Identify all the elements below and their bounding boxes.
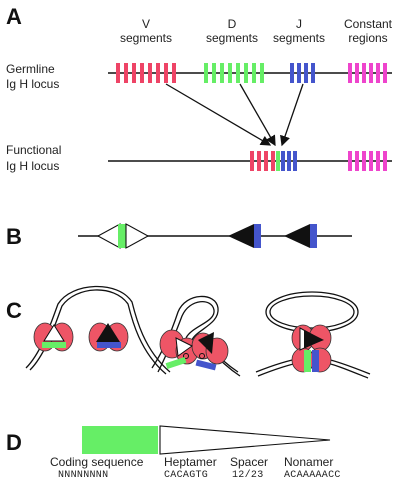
stage2-rss-right	[198, 332, 214, 354]
d-to-vdj-arrow	[239, 83, 276, 147]
constant-header-line-1: Constant	[343, 17, 393, 31]
germline-label-line-1: Germline	[6, 62, 55, 76]
functional-constant-regions	[348, 151, 387, 171]
v-to-vdj-arrow	[165, 83, 272, 146]
d-right-rss-triangle	[125, 223, 150, 249]
j-header-line-1: J	[296, 17, 302, 31]
rss-anatomy	[82, 425, 331, 455]
panel-b-label: B	[6, 224, 22, 249]
stage3-d-segment	[304, 350, 311, 372]
constant-header-line-2: regions	[348, 31, 388, 45]
coding-sequence-label: Coding sequence	[50, 455, 144, 469]
heptamer-label: Heptamer	[164, 455, 217, 469]
j-segment-b-1	[254, 224, 261, 248]
germline-label-line-2: Ig H locus	[6, 77, 60, 91]
spacer-label: Spacer	[230, 455, 269, 469]
stage2-d-segment	[165, 357, 187, 369]
stage2-rss-left	[175, 337, 193, 357]
nonamer-label: Nonamer	[284, 455, 334, 469]
j1-rss-triangle	[228, 224, 254, 248]
j-header-line-2: segments	[272, 31, 326, 45]
functional-locus	[108, 151, 392, 171]
nonamer-bases: ACAAAAACC	[284, 470, 341, 481]
panel-d-label: D	[6, 430, 22, 455]
rss-arrangement	[78, 223, 352, 249]
j-segment-b-2	[310, 224, 317, 248]
stage1-rss-left	[43, 324, 65, 342]
j2-rss-triangle	[284, 224, 310, 248]
d-left-rss-triangle	[96, 223, 121, 249]
panel-a-label: A	[6, 4, 22, 29]
synapsis-stage-1	[25, 285, 171, 375]
j-to-vdj-arrow	[280, 83, 304, 147]
stage3-dna-loop-outer	[265, 291, 359, 333]
stage2-j-segment	[195, 359, 217, 371]
stage2-nick-left	[183, 353, 189, 359]
v-header-line-2: segments	[119, 31, 173, 45]
stage1-j-segment	[97, 342, 121, 348]
d-header-line-1: D	[227, 17, 237, 31]
stage1-rss-right	[96, 323, 120, 342]
coding-sequence-box	[82, 426, 158, 454]
synapsis-stage-3	[255, 291, 371, 379]
spacer-value: 12/23	[232, 470, 264, 481]
functional-label-line-2: Ig H locus	[6, 159, 60, 173]
stage1-d-segment	[42, 342, 66, 348]
d-segment-b	[118, 224, 126, 248]
heptamer-bases: CACAGTG	[164, 470, 209, 481]
functional-d-segment	[276, 151, 280, 171]
stage3-j-segment	[312, 350, 319, 372]
germline-v-segments	[116, 63, 176, 83]
panel-c-label: C	[6, 298, 22, 323]
v-header-line-1: V	[141, 17, 151, 31]
germline-j-segments	[290, 63, 315, 83]
functional-j-segments	[281, 151, 297, 171]
functional-label-line-1: Functional	[6, 143, 62, 157]
germline-locus	[108, 63, 392, 83]
rss-wedge	[159, 425, 331, 455]
stage2-nick-right	[199, 353, 205, 359]
rearrangement-arrows	[165, 83, 304, 147]
germline-constant-regions	[348, 63, 387, 83]
functional-v-segments	[250, 151, 275, 171]
d-header-line-2: segments	[205, 31, 259, 45]
stage3-dna-loop-inner	[269, 295, 355, 329]
germline-d-segments	[204, 63, 264, 83]
stage3-rss-dark	[304, 330, 324, 348]
coding-sequence-bases: NNNNNNNN	[58, 470, 109, 481]
synapsis-stage-2	[151, 295, 241, 377]
